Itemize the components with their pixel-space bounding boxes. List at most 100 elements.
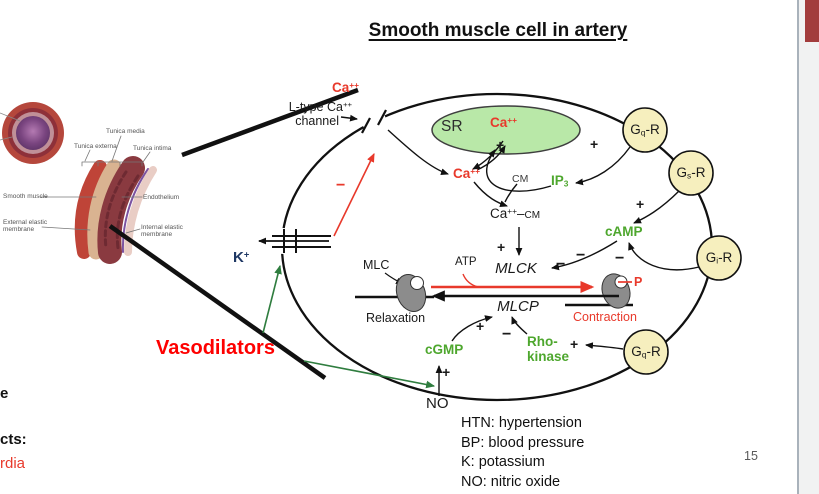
ca-extracellular: Ca++ [332,79,360,95]
tunica-media-label: Tunica media [106,128,145,135]
sr-calcium: Ca++ [490,114,518,130]
plus-sign: + [476,318,485,334]
no-label: NO [426,395,449,412]
plus-sign: + [590,136,599,152]
vasodilators-label: Vasodilators [156,337,275,359]
slide-title: Smooth muscle cell in artery [368,20,628,41]
connective-band [87,159,122,260]
ltype-channel-label-line1: L-type Ca++ [288,100,352,114]
tunica-media-band [97,156,145,264]
cut-text-line2: cts: [0,431,27,448]
legend-line: HTN: hypertension [461,415,582,431]
contraction-label: Contraction [573,310,637,324]
plus-sign: + [497,239,506,255]
mlcp-label: MLCP [497,298,539,315]
artery-wall-segment-image [39,135,157,264]
atp-label: ATP [455,256,477,268]
signal-arrows [340,114,700,396]
pointer-line [0,112,21,122]
minus-sign: − [336,177,346,194]
muscle-striation [103,170,128,250]
mlc-label: MLC [363,258,390,272]
artery-lumen [16,116,50,150]
sarcoplasmic-reticulum [431,105,581,155]
minus-sign: − [502,326,512,343]
ca-entry-arrow [387,129,449,176]
gs-receptor [668,150,714,196]
tunica-externa-label: Tunica externa [74,143,117,150]
sr-label: SR [441,118,463,135]
ltype-channel-label-line2: channel [295,114,339,128]
gq-receptor-bottom [623,329,669,375]
ca-cm-complex: Ca++–CM [490,205,541,221]
ip3-to-sr-arrow [486,149,552,192]
vasodilator-to-no-arrow [303,360,436,389]
legend-line: NO: nitric oxide [461,473,561,490]
internal-elastic-membrane-label: Internal elastic membrane [141,224,183,239]
minus-sign: − [615,250,625,267]
relaxation-label: Relaxation [366,311,426,325]
gi-receptor-label: Gi-R [705,250,733,266]
gi-inhibits-camp-arrow [628,242,700,271]
relaxed-myosin [355,274,434,312]
panel-divider [797,0,799,494]
plus-sign: + [442,364,451,380]
minus-sign: − [576,247,586,264]
minus-sign: − [556,256,566,273]
cut-text-line3: rdia [0,455,26,472]
artery-cross-section-image [0,102,64,164]
gq-receptor-top-label: Gq-R [630,122,660,138]
gs-to-camp-arrow [633,190,680,224]
ip3-label: IP3 [551,173,569,189]
pointer-line [0,136,13,141]
ca-to-cacm-arrow [473,181,508,208]
ltype-pointer-arrow [340,114,358,122]
ca-cytosolic: Ca++ [453,165,481,181]
gs-receptor-label: Gs-R [676,165,706,181]
rho-kinase-label: Rho- kinase [527,334,570,365]
plus-sign: + [570,336,579,352]
ltype-ca-channel [361,109,387,134]
plus-sign: + [496,137,505,153]
rho-inhibits-mlcp-arrow [511,316,528,335]
cgmp-to-mlcp-arrow [451,315,493,342]
gq-receptor-bottom-label: Gq-R [631,344,661,360]
tunica-intima-label: Tunica intima [133,145,172,152]
cm-join-line [504,183,518,203]
cut-text-line1: e [0,385,9,402]
abbreviation-legend: HTN: hypertension BP: blood pressure K: … [461,414,584,492]
camp-inhibits-mlck-arrow [551,240,618,271]
membrane-gap-ltype [362,109,386,133]
gq-receptor-top [622,107,668,153]
tunica-intima-band [124,166,157,256]
tunica-externa-band [74,160,107,259]
atp-join-line [462,273,479,288]
hyperpolarization-inhibits-ltype-arrow [333,152,375,237]
internal-elastic-line [121,168,149,253]
gq-to-rho-arrow [585,342,624,350]
plus-sign: + [636,196,645,212]
external-elastic-membrane-label: External elastic membrane [3,219,48,234]
smooth-muscle-label: Smooth muscle [3,193,48,200]
camp-label: cAMP [605,224,643,239]
phosphate-label: P [634,275,643,289]
muscle-striation [115,174,140,250]
label-pointer-lines [39,135,151,234]
cgmp-label: cGMP [425,342,464,357]
zoom-cone-line-upper [181,87,359,158]
scrollbar-thumb[interactable] [805,0,819,42]
contracted-myosin [565,273,633,309]
zoom-cone-line-lower [108,224,327,380]
sr-ca-reuptake-arrow [476,145,506,171]
legend-line: K: potassium [461,454,545,471]
mlck-label: MLCK [495,260,537,277]
page-number: 15 [744,449,758,463]
legend-line: BP: blood pressure [461,434,585,451]
cm-label: CM [512,173,529,185]
gq-to-ip3-arrow [575,146,631,186]
scrollbar-track[interactable] [799,0,819,494]
gi-receptor [696,235,742,281]
k-ion-label: K+ [233,249,250,266]
vasodilator-to-k-channel-arrow [262,264,282,334]
